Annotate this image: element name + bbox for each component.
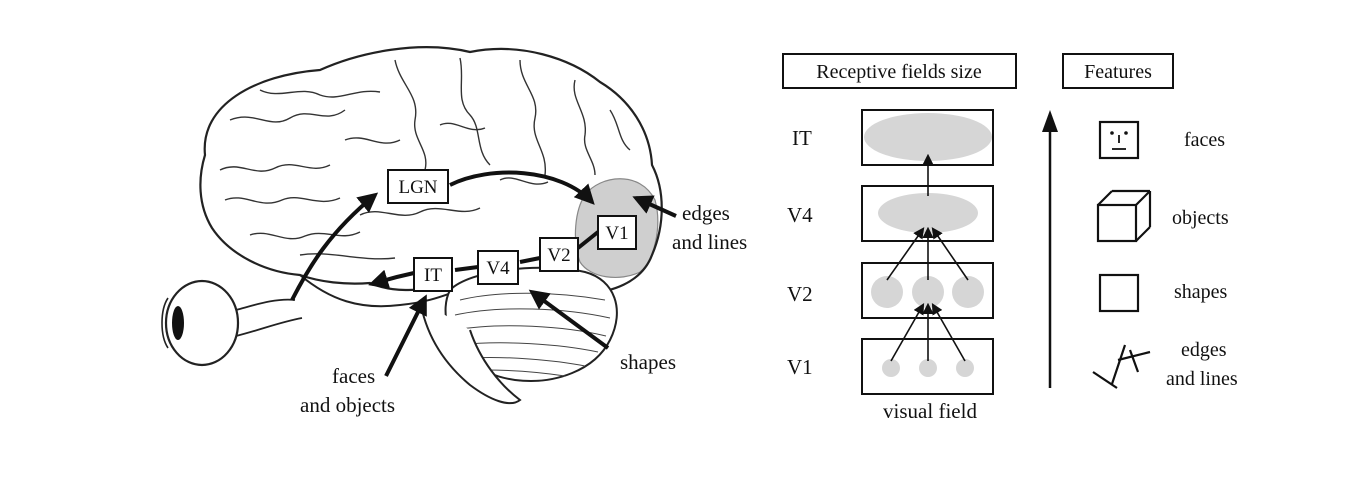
row-label-it: IT <box>792 126 812 150</box>
v4-receptive-field <box>878 193 978 233</box>
features-heading-box <box>1062 53 1174 89</box>
annotation-shapes: shapes <box>620 350 676 374</box>
v1-receptive-field-right <box>956 359 974 377</box>
it-to-frontal-arrow <box>368 269 415 289</box>
receptive-heading: Receptive fields size <box>816 61 982 83</box>
edges-pointer-arrow <box>632 195 677 218</box>
row-label-v1: V1 <box>787 355 813 379</box>
receptive-heading-box <box>782 53 1017 89</box>
features-panel: Features faces objects shapes <box>1062 53 1238 390</box>
region-label-it: IT <box>424 265 442 286</box>
v1-receptive-field-left <box>882 359 900 377</box>
visual-field-label: visual field <box>883 399 977 423</box>
shapes-pointer-arrow <box>528 289 610 350</box>
faces-pointer-arrow <box>384 294 427 377</box>
region-box-v4: V4 <box>477 250 519 285</box>
region-label-v1: V1 <box>605 223 628 244</box>
pathway-arrows <box>290 170 600 301</box>
region-box-v2: V2 <box>539 237 579 272</box>
brain-illustration: LGN V1 V2 V4 IT edges and lines shapes f… <box>161 46 747 417</box>
edges-icon <box>1092 344 1151 389</box>
feature-label-edges-line2: and lines <box>1166 368 1238 390</box>
region-box-lgn: LGN <box>387 169 449 204</box>
square-icon <box>1098 273 1140 313</box>
features-heading: Features <box>1084 61 1152 83</box>
v1-receptive-field-center <box>919 359 937 377</box>
v2-to-v4-connector <box>519 256 541 264</box>
region-box-it: IT <box>413 257 453 292</box>
temporal-lobe <box>299 274 461 308</box>
annotation-arrows <box>384 195 677 377</box>
v4-to-it-connector <box>454 265 479 272</box>
brain-sulci <box>219 57 631 260</box>
cube-icon <box>1096 189 1152 243</box>
convergence-arrows <box>886 153 969 362</box>
v2-receptive-field-left <box>871 276 903 308</box>
v2-receptive-field-center <box>912 276 944 308</box>
receptive-fields-panel: Receptive fields size IT V4 V2 V1 vi <box>782 53 1017 423</box>
region-label-lgn: LGN <box>398 177 437 198</box>
feature-label-shapes: shapes <box>1174 281 1228 303</box>
feature-label-objects: objects <box>1172 207 1229 229</box>
v1-to-v2-connector <box>576 230 600 250</box>
annotation-faces-line2: and objects <box>300 393 395 417</box>
annotation-edges-line1: edges <box>682 201 730 225</box>
it-receptive-field <box>864 113 992 161</box>
lgn-to-v1-arrow <box>449 170 595 205</box>
row-label-v4: V4 <box>787 203 813 227</box>
eye <box>161 279 240 367</box>
region-label-v2: V2 <box>547 245 570 266</box>
annotation-edges-line2: and lines <box>672 230 747 254</box>
annotation-faces-line1: faces <box>332 364 375 388</box>
face-icon <box>1098 120 1140 160</box>
row-label-v2: V2 <box>787 282 813 306</box>
v2-receptive-field-right <box>952 276 984 308</box>
optic-nerve <box>235 298 303 337</box>
region-label-v4: V4 <box>486 258 510 279</box>
feature-label-faces: faces <box>1184 129 1225 151</box>
feature-label-edges-line1: edges <box>1181 339 1227 361</box>
region-box-v1: V1 <box>597 215 637 250</box>
eye-to-lgn-arrow <box>290 192 379 301</box>
brainstem <box>419 299 522 405</box>
hierarchy-arrow <box>1042 110 1058 388</box>
